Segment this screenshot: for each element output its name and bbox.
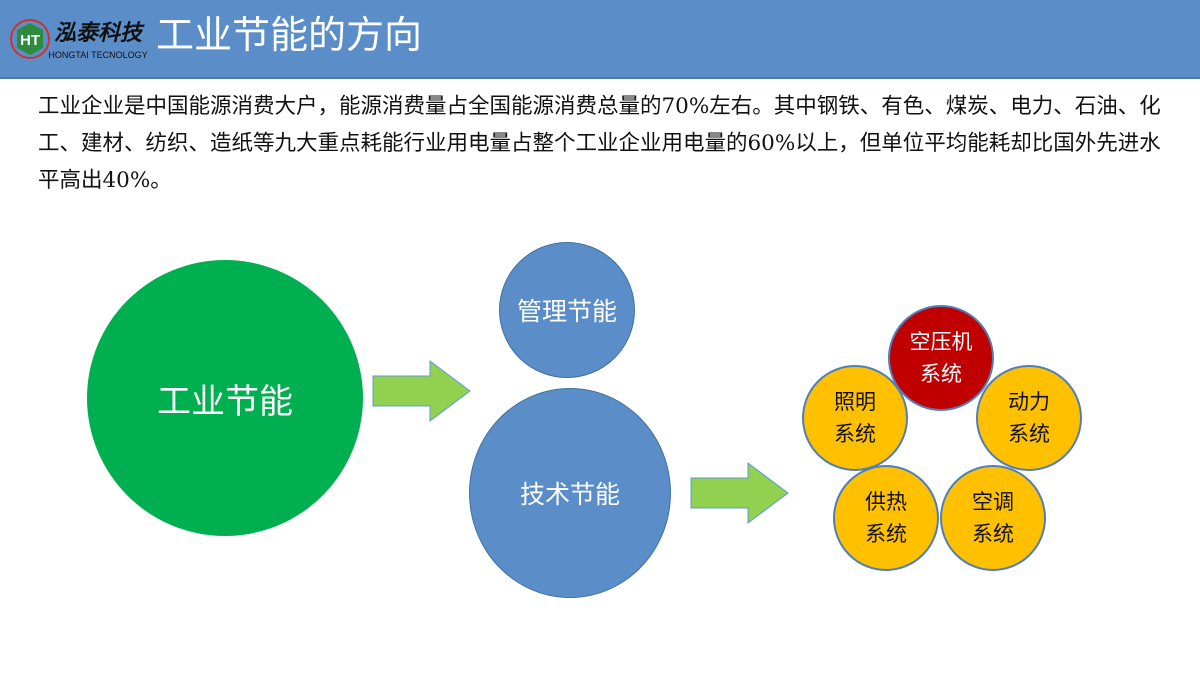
circle-label: 技术节能 xyxy=(519,480,620,509)
svg-text:HONGTAI TECNOLOGY: HONGTAI TECNOLOGY xyxy=(48,50,147,60)
system-label-line2: 系统 xyxy=(834,422,876,446)
system-label-line2: 系统 xyxy=(920,362,962,386)
arrow-right-icon xyxy=(690,462,789,524)
circle-label: 管理节能 xyxy=(516,297,617,326)
system-label-line1: 动力 xyxy=(1008,390,1050,414)
industrial-energy-saving-circle: 工业节能 xyxy=(87,260,363,536)
system-label-line2: 系统 xyxy=(972,522,1014,546)
system-label-line2: 系统 xyxy=(1008,422,1050,446)
arrow-right-icon xyxy=(372,360,471,422)
system-circle-heating: 供热系统 xyxy=(833,465,939,571)
management-energy-saving-circle: 管理节能 xyxy=(499,242,635,378)
company-logo: HT 泓泰科技 HONGTAI TECNOLOGY xyxy=(10,19,148,60)
system-circle-air-conditioning: 空调系统 xyxy=(940,465,1046,571)
system-label-line1: 空压机 xyxy=(909,330,973,354)
system-label-line2: 系统 xyxy=(865,522,907,546)
system-circle-power: 动力系统 xyxy=(976,365,1082,471)
intro-paragraph: 工业企业是中国能源消费大户，能源消费量占全国能源消费总量的70%左右。其中钢铁、… xyxy=(38,94,1161,193)
system-label-line1: 供热 xyxy=(865,490,907,514)
system-circle-air-compressor: 空压机系统 xyxy=(888,305,994,411)
technology-energy-saving-circle: 技术节能 xyxy=(469,388,671,598)
system-label-line1: 照明 xyxy=(834,390,876,414)
svg-text:HT: HT xyxy=(20,32,40,49)
system-label-line1: 空调 xyxy=(972,490,1014,514)
svg-text:泓泰科技: 泓泰科技 xyxy=(54,21,145,46)
header-bar: HT 泓泰科技 HONGTAI TECNOLOGY 工业节能的方向 xyxy=(0,0,1200,79)
page-title: 工业节能的方向 xyxy=(156,13,423,57)
system-circle-lighting: 照明系统 xyxy=(802,365,908,471)
circle-label: 工业节能 xyxy=(157,381,293,422)
